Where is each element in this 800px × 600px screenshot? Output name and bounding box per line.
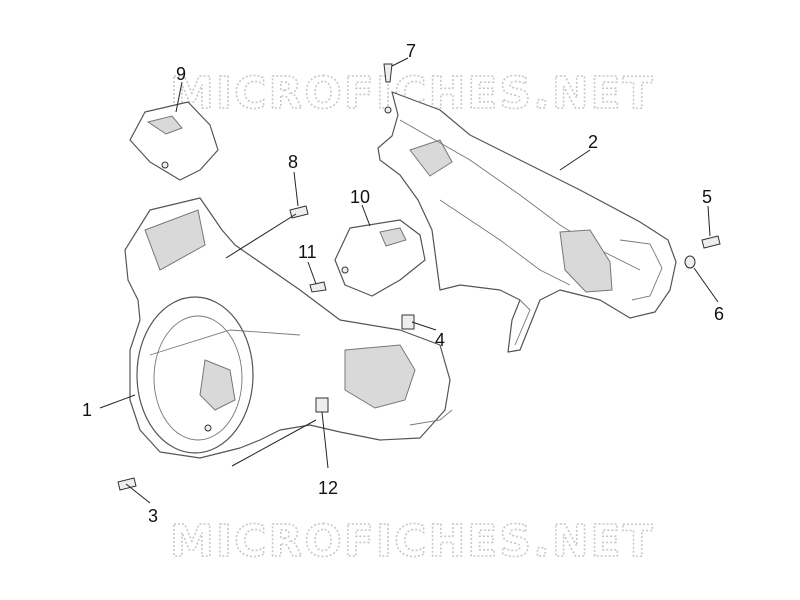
callout-2: 2 — [588, 132, 598, 152]
part-10-cap — [334, 219, 426, 297]
callout-12: 12 — [318, 478, 338, 498]
callout-4: 4 — [435, 330, 445, 350]
part-1-front-handlebar-cover — [124, 197, 453, 459]
callout-11: 11 — [298, 242, 317, 262]
callout-5: 5 — [702, 187, 712, 207]
part-2-rear-handlebar-cover — [377, 91, 677, 353]
clip-12 — [315, 397, 329, 413]
screw-3 — [117, 477, 137, 491]
callout-3: 3 — [148, 506, 158, 526]
callout-1: 1 — [82, 400, 92, 420]
callout-10: 10 — [350, 187, 370, 207]
washer-6 — [684, 255, 696, 269]
callout-7: 7 — [406, 41, 416, 61]
callouts: 1 2 3 4 5 6 7 9 8 10 11 12 — [82, 41, 724, 526]
screw-7 — [383, 63, 393, 83]
callout-8: 8 — [288, 152, 298, 172]
hardware — [117, 63, 721, 491]
callout-6: 6 — [714, 304, 724, 324]
part-9-cap — [129, 101, 219, 181]
watermark-bottom: MICROFICHES.NET — [170, 516, 655, 567]
callout-9: 9 — [176, 64, 186, 84]
leader-lines — [99, 57, 719, 504]
screw-11 — [309, 281, 327, 293]
screw-5 — [701, 235, 721, 249]
clip-4 — [401, 314, 415, 330]
